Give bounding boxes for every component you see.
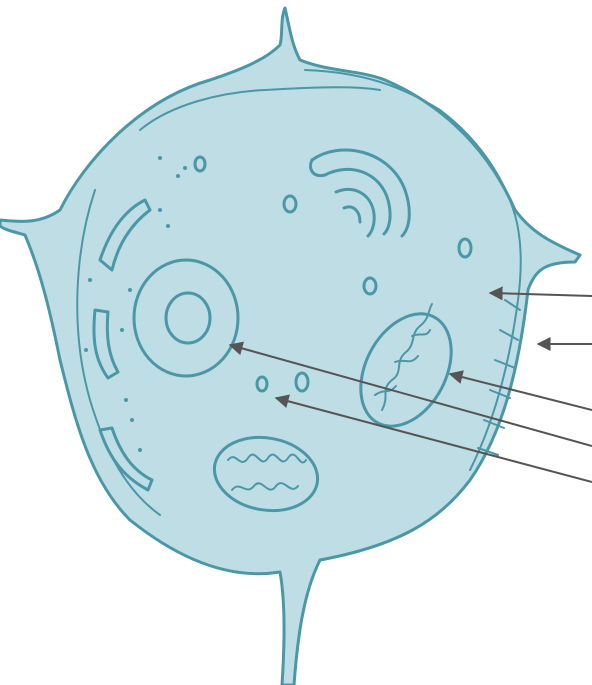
cell-membrane bbox=[0, 8, 580, 685]
cell-body bbox=[0, 8, 580, 685]
nucleolus bbox=[166, 293, 210, 343]
nucleus bbox=[134, 260, 238, 376]
